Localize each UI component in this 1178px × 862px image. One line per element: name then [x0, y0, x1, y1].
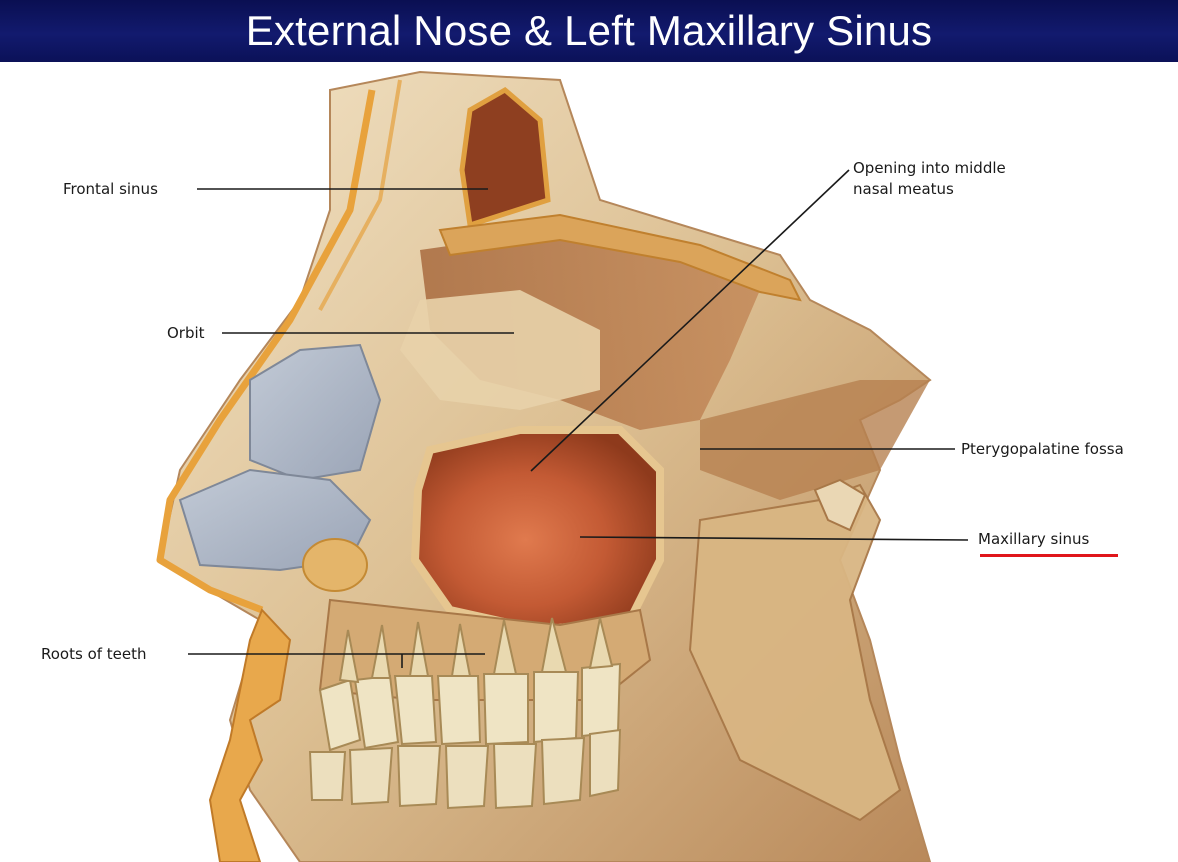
label-roots-of-teeth: Roots of teeth — [41, 645, 147, 663]
upper-teeth — [318, 662, 622, 752]
maxillary-sinus-shape — [410, 426, 664, 635]
title-bar — [0, 0, 1178, 62]
frontal-sinus-shape — [459, 86, 551, 229]
label-maxillary-sinus: Maxillary sinus — [978, 530, 1090, 548]
orbit-shape — [400, 290, 600, 410]
tooth-roots — [338, 617, 614, 684]
leader-lines — [188, 169, 969, 668]
label-frontal-sinus: Frontal sinus — [63, 180, 158, 198]
lip-tissue — [208, 608, 292, 862]
slide-title: External Nose & Left Maxillary Sinus — [245, 7, 933, 54]
alar-tissue — [302, 538, 368, 592]
nasal-cartilage-upper — [249, 343, 382, 482]
maxillary-sinus-highlight — [980, 554, 1118, 557]
lower-teeth — [308, 728, 622, 810]
anatomy-illustration — [156, 70, 969, 862]
pterygoid-plate — [813, 478, 867, 532]
label-pterygopalatine-fossa: Pterygopalatine fossa — [961, 440, 1124, 458]
label-opening-line2: nasal meatus — [853, 180, 954, 198]
label-orbit: Orbit — [167, 324, 205, 342]
label-opening-line1: Opening into middle — [853, 159, 1006, 177]
nasal-skin-edge — [156, 89, 376, 614]
